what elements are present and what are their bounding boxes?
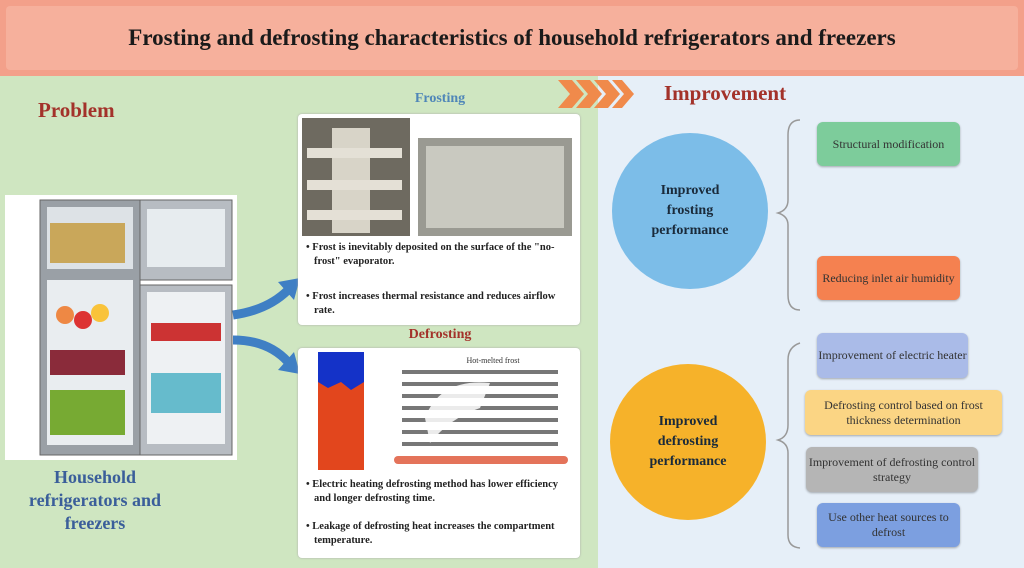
arrows bbox=[232, 278, 300, 374]
improvement-heading: Improvement bbox=[664, 81, 787, 105]
defrosting-brace bbox=[775, 342, 801, 549]
heat-map-image bbox=[318, 352, 364, 470]
hot-melted-frost-label: Hot-melted frost bbox=[466, 356, 520, 365]
structural-modification-box: Structural modification bbox=[817, 122, 960, 166]
page-title: Frosting and defrosting characteristics … bbox=[6, 6, 1018, 70]
braces bbox=[775, 119, 801, 549]
frosting-brace bbox=[775, 119, 801, 311]
evaporator-diagram bbox=[394, 370, 568, 464]
frosting-bullet-1: • Frost is inevitably deposited on the s… bbox=[306, 242, 555, 267]
defrosting-heading: Defrosting bbox=[408, 327, 472, 342]
chevron-arrows-icon bbox=[558, 80, 634, 108]
problem-heading: Problem bbox=[38, 98, 115, 122]
frosting-panel: • Frost is inevitably deposited on the s… bbox=[298, 114, 580, 325]
electric-heater-box: Improvement of electric heater bbox=[817, 333, 968, 378]
defrosting-panel: Hot-melted frost • Electric heating defr… bbox=[298, 348, 580, 558]
other-heat-sources-box: Use other heat sources to defrost bbox=[817, 503, 960, 547]
refrigerator-image bbox=[5, 195, 237, 460]
arrow-to-defrosting bbox=[232, 335, 292, 366]
frosting-bullet-2: • Frost increases thermal resistance and… bbox=[306, 291, 556, 316]
defrosting-bullet-1: • Electric heating defrosting method has… bbox=[306, 479, 559, 504]
frosting-performance-circle: Improved frosting performance bbox=[612, 133, 768, 289]
arrow-to-frosting bbox=[232, 286, 292, 320]
reducing-humidity-box: Reducing inlet air humidity bbox=[817, 256, 960, 300]
control-strategy-box: Improvement of defrosting control strate… bbox=[806, 447, 978, 492]
defrosting-bullet-2: • Leakage of defrosting heat increases t… bbox=[306, 521, 555, 546]
frosting-heading: Frosting bbox=[414, 91, 466, 106]
fridge-caption: Household refrigerators and freezers bbox=[28, 467, 162, 533]
frost-thickness-control-box: Defrosting control based on frost thickn… bbox=[805, 390, 1002, 435]
defrosting-performance-circle: Improved defrosting performance bbox=[610, 364, 766, 520]
frost-photos bbox=[302, 118, 572, 236]
